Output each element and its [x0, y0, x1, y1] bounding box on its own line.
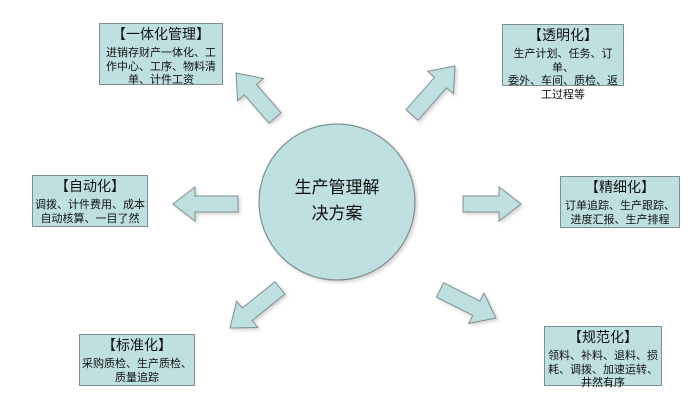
node-standardization-line-2: 质量追踪 — [115, 370, 159, 384]
node-integration-line-2: 作中心、工序、物料清 — [106, 59, 216, 73]
node-automation-line-1: 调拨、计件费用、成本 — [35, 198, 145, 211]
center-circle — [258, 123, 416, 281]
arrow-to-transparency — [405, 65, 456, 122]
node-transparency-line-3: 工过程等 — [541, 87, 585, 101]
node-transparency-line-1: 生产计划、任务、订单、 — [513, 47, 613, 74]
center-title-line-2: 决方案 — [311, 204, 363, 224]
arrow-to-regulation — [435, 282, 497, 325]
node-regulation-title: 【规范化】 — [568, 330, 638, 346]
node-transparency-line-2: 委外、车间、质检、返 — [508, 74, 618, 87]
center-title: 生产管理解 决方案 — [262, 175, 412, 227]
node-transparency: 【透明化】 生产计划、任务、订单、 委外、车间、质检、返 工过程等 — [502, 24, 624, 101]
node-refinement: 【精细化】 订单追踪、生产跟踪、 进度汇报、生产排程 — [560, 176, 680, 228]
arrow-to-refinement — [462, 185, 522, 223]
node-integration-text: 进销存财产一体化、工 作中心、工序、物料清 单、计件工资 — [100, 46, 222, 87]
node-integration-line-3: 单、计件工资 — [128, 73, 194, 86]
node-regulation-text: 领料、补料、退料、损 耗、调拨、加速运转、 井然有序 — [545, 349, 661, 390]
node-refinement-title: 【精细化】 — [585, 180, 655, 196]
center-title-line-1: 生产管理解 — [294, 178, 380, 198]
node-standardization-text: 采购质检、生产质检、 质量追踪 — [80, 357, 194, 384]
node-automation-title: 【自动化】 — [55, 179, 125, 195]
node-standardization: 【标准化】 采购质检、生产质检、 质量追踪 — [79, 334, 195, 386]
node-integration-title: 【一体化管理】 — [112, 27, 210, 43]
node-standardization-title: 【标准化】 — [102, 338, 172, 354]
node-integration-line-1: 进销存财产一体化、工 — [106, 46, 216, 59]
arrow-to-standardization — [229, 281, 286, 329]
node-automation: 【自动化】 调拨、计件费用、成本 自动核算、一目了然 — [32, 175, 148, 227]
node-transparency-title: 【透明化】 — [528, 28, 598, 44]
arrow-to-automation — [172, 185, 239, 223]
node-regulation-line-3: 井然有序 — [581, 376, 625, 389]
node-standardization-line-1: 采购质检、生产质检、 — [82, 357, 192, 370]
node-regulation-line-2: 耗、调拨、加速运转、 — [548, 362, 658, 376]
node-regulation: 【规范化】 领料、补料、退料、损 耗、调拨、加速运转、 井然有序 — [544, 326, 662, 389]
node-transparency-text: 生产计划、任务、订单、 委外、车间、质检、返 工过程等 — [503, 47, 623, 101]
node-automation-text: 调拨、计件费用、成本 自动核算、一目了然 — [33, 198, 147, 225]
node-regulation-line-1: 领料、补料、退料、损 — [548, 349, 658, 362]
node-refinement-text: 订单追踪、生产跟踪、 进度汇报、生产排程 — [561, 199, 679, 226]
node-refinement-line-1: 订单追踪、生产跟踪、 — [565, 199, 675, 212]
arrow-to-integration — [235, 72, 282, 124]
node-refinement-line-2: 进度汇报、生产排程 — [570, 212, 670, 226]
node-integration: 【一体化管理】 进销存财产一体化、工 作中心、工序、物料清 单、计件工资 — [99, 23, 223, 87]
node-automation-line-2: 自动核算、一目了然 — [40, 211, 140, 225]
